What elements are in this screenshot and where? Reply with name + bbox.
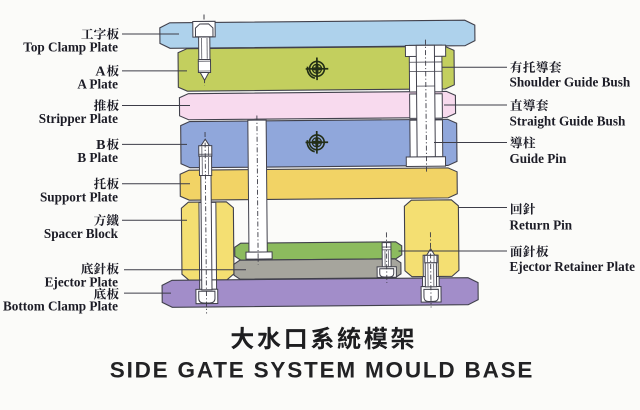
svg-text:Ejector Retainer Plate: Ejector Retainer Plate: [510, 259, 636, 274]
svg-text:Spacer Block: Spacer Block: [44, 226, 119, 241]
svg-text:A Plate: A Plate: [77, 76, 118, 91]
svg-text:Straight Guide Bush: Straight Guide Bush: [510, 114, 626, 129]
svg-text:Guide Pin: Guide Pin: [510, 151, 567, 166]
svg-text:A: A: [95, 65, 106, 80]
svg-text:Stripper Plate: Stripper Plate: [39, 111, 118, 126]
svg-text:Shoulder Guide Bush: Shoulder Guide Bush: [510, 74, 631, 89]
svg-text:Top Clamp Plate: Top Clamp Plate: [23, 40, 118, 55]
svg-text:Ejector Plate: Ejector Plate: [45, 275, 118, 290]
svg-text:SIDE GATE SYSTEM MOULD BASE: SIDE GATE SYSTEM MOULD BASE: [110, 357, 534, 382]
svg-text:Bottom Clamp Plate: Bottom Clamp Plate: [3, 299, 118, 314]
svg-text:B: B: [96, 138, 105, 153]
svg-text:Support Plate: Support Plate: [40, 189, 118, 204]
svg-text:B Plate: B Plate: [77, 150, 118, 165]
svg-text:Return Pin: Return Pin: [510, 218, 573, 233]
